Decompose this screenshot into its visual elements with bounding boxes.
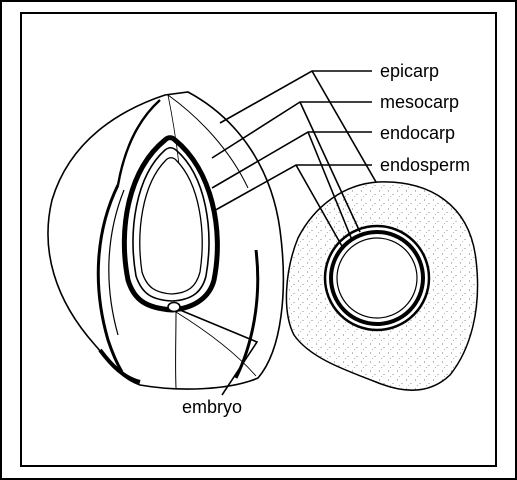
cut-line-top	[167, 94, 249, 189]
label-epicarp: epicarp	[380, 61, 439, 81]
endocarp-ring	[132, 146, 210, 302]
cut-line-bottom2	[175, 311, 257, 377]
label-embryo: embryo	[182, 397, 242, 417]
label-mesocarp: mesocarp	[380, 92, 459, 112]
husk-shading-left2	[108, 189, 125, 336]
label-endocarp: endocarp	[380, 123, 455, 143]
leader-endosperm-2	[295, 164, 344, 249]
husk-shading-left	[96, 184, 124, 373]
leader-epicarp-2	[311, 70, 377, 183]
inner-frame	[20, 12, 497, 467]
leader-lines	[179, 70, 377, 396]
leader-mesocarp-2	[299, 101, 361, 233]
label-endosperm: endosperm	[380, 155, 470, 175]
mesocarp-band	[121, 135, 220, 313]
cross-section-endosperm	[336, 237, 418, 319]
husk-shading-top	[116, 99, 161, 186]
leader-endocarp-2	[307, 131, 353, 241]
husk-shading-bottom	[98, 348, 141, 384]
whole-fruit-drawing	[47, 91, 285, 390]
embryo-shape	[167, 301, 181, 313]
endosperm-cavity	[139, 157, 203, 295]
leader-embryo	[179, 309, 259, 396]
